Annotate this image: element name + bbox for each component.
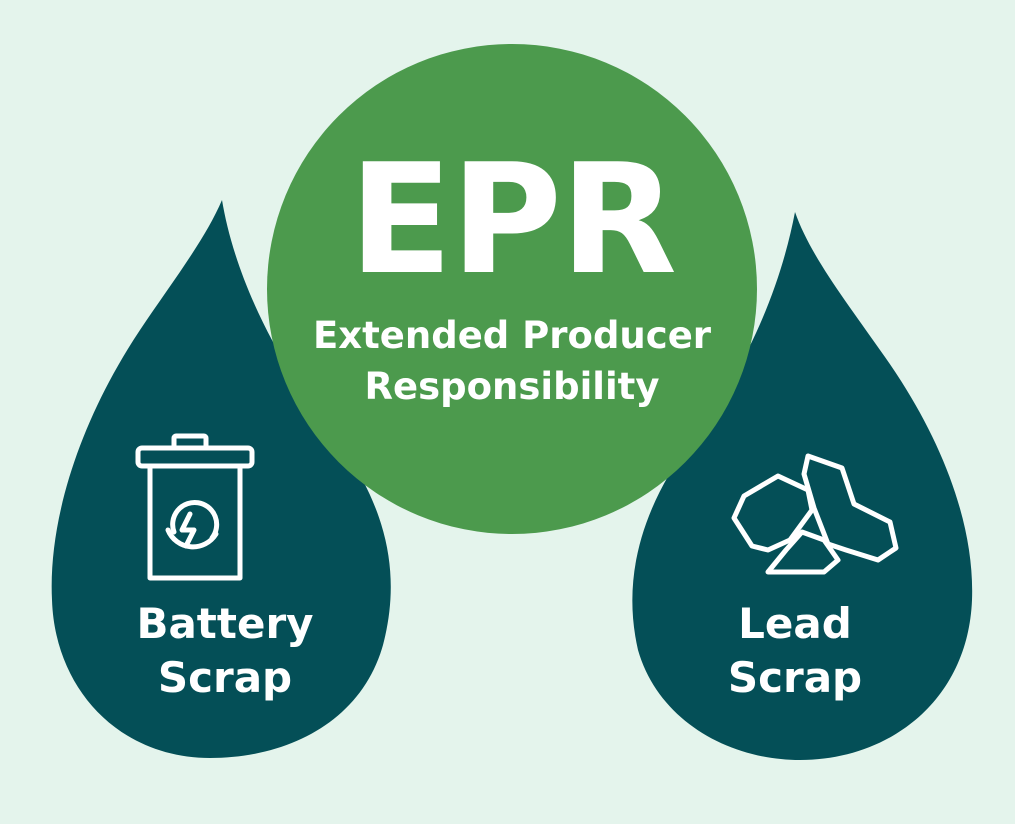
battery-icon bbox=[135, 433, 255, 581]
lead-scrap-icon bbox=[731, 453, 899, 575]
epr-subtitle-line1: Extended Producer bbox=[312, 314, 712, 357]
epr-title: EPR bbox=[348, 131, 677, 308]
battery-label-line2: Scrap bbox=[157, 653, 293, 702]
lead-label-line1: Lead bbox=[738, 599, 852, 648]
lead-label-line2: Scrap bbox=[727, 653, 863, 702]
battery-label-line1: Battery bbox=[136, 599, 314, 648]
left-drop-shape bbox=[51, 200, 391, 758]
epr-circle bbox=[267, 44, 757, 534]
epr-subtitle-line2: Responsibility bbox=[364, 365, 660, 408]
